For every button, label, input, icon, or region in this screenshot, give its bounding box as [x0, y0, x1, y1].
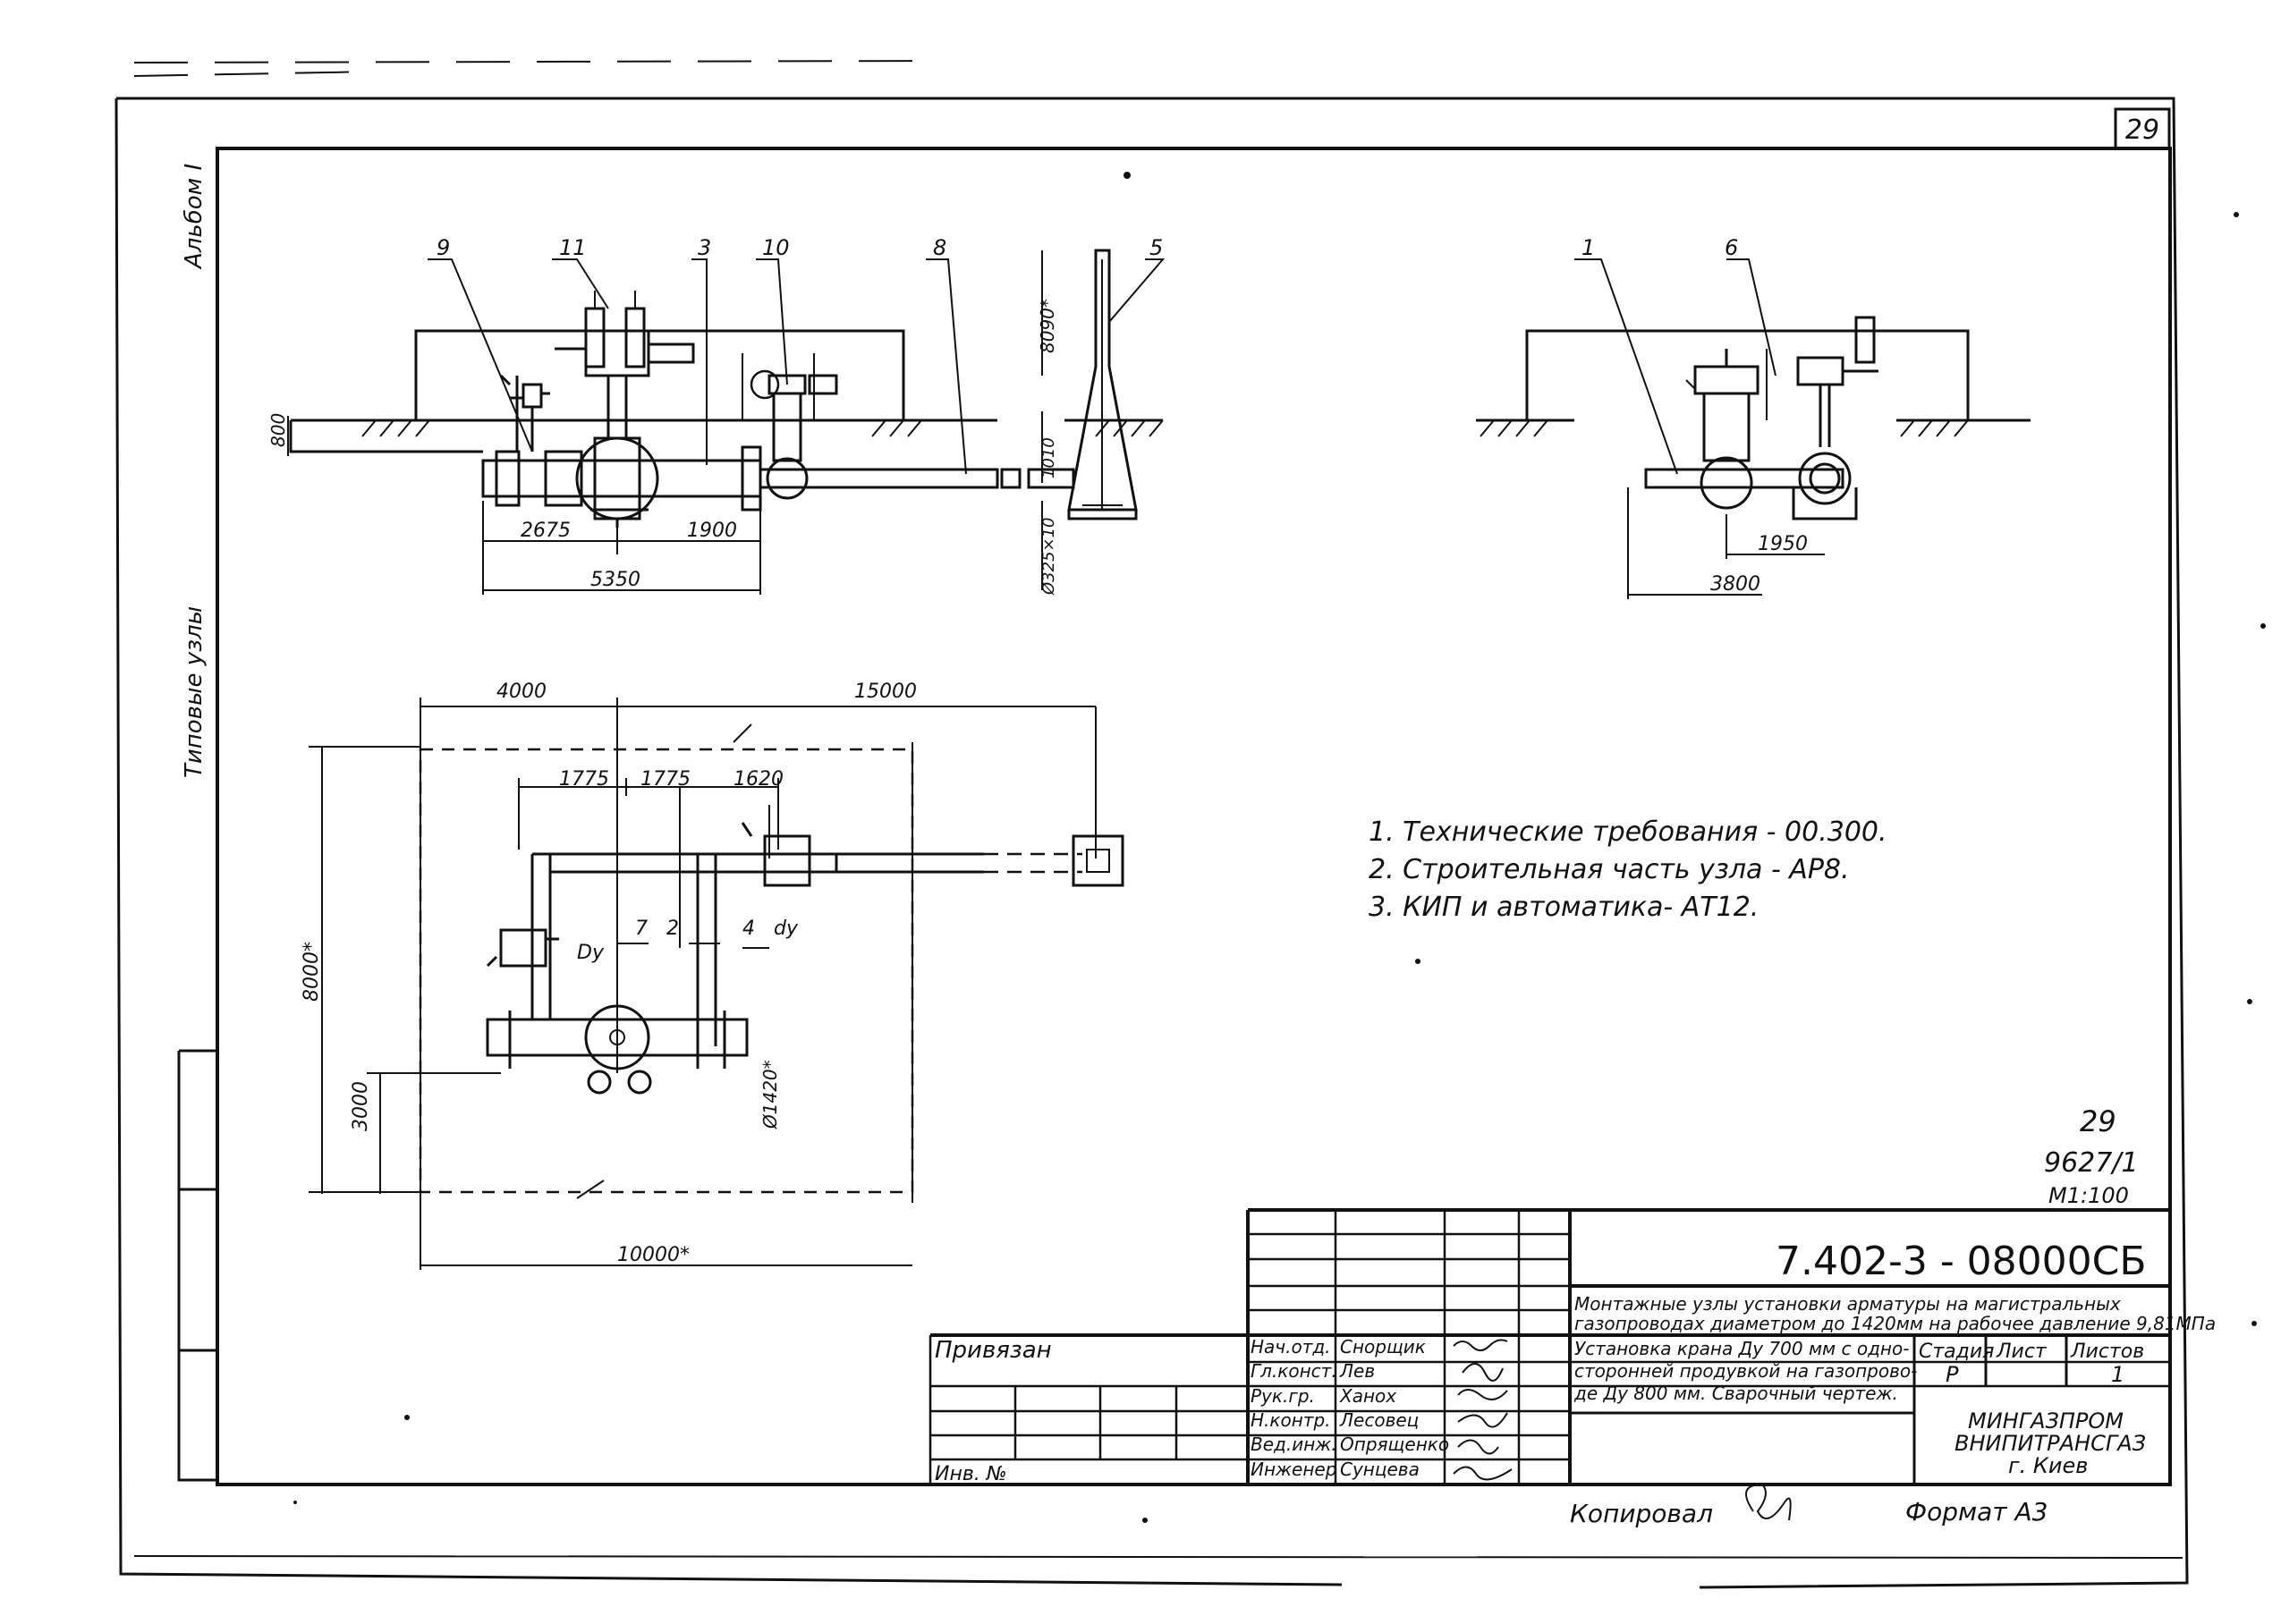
org-1: МИНГАЗПРОМ — [1968, 1408, 2124, 1434]
svg-text:1775: 1775 — [559, 768, 609, 791]
svg-text:5350: 5350 — [590, 569, 640, 591]
inner-frame — [216, 147, 2172, 1486]
svg-text:7: 7 — [635, 918, 648, 940]
signatures — [1453, 1339, 1792, 1521]
format-label: Формат А3 — [1905, 1497, 2048, 1527]
svg-text:Ø1420*: Ø1420* — [759, 1060, 781, 1129]
svg-text:800: 800 — [267, 413, 289, 447]
view1-callouts: 9 11 3 10 8 5 — [437, 235, 1163, 260]
svg-text:3800: 3800 — [1710, 573, 1760, 596]
outer-frame — [114, 60, 2189, 1589]
note-1: 1. Технические требования - 00.300. — [1369, 816, 1887, 848]
type-nodes-label: Типовые узлы — [181, 606, 208, 778]
left-strip — [177, 1049, 219, 1482]
copied-label: Копировал — [1570, 1499, 1713, 1528]
project-title-2: газопроводах диаметром до 1420мм на рабо… — [1574, 1313, 2216, 1334]
tied-label: Привязан — [935, 1337, 1052, 1364]
svg-text:1900: 1900 — [687, 520, 737, 542]
svg-text:15000: 15000 — [854, 681, 917, 703]
svg-text:6: 6 — [1725, 235, 1738, 260]
svg-text:Опрященко: Опрященко — [1340, 1434, 1449, 1455]
notes: 1. Технические требования - 00.300. 2. С… — [1369, 816, 1887, 923]
svg-text:М1:100: М1:100 — [2048, 1183, 2129, 1208]
svg-text:1: 1 — [1581, 235, 1595, 260]
svg-text:dy: dy — [774, 918, 799, 940]
svg-text:Dy: Dy — [577, 942, 605, 964]
svg-text:Инженер: Инженер — [1251, 1459, 1336, 1480]
note-3: 3. КИП и автоматика- АТ12. — [1369, 892, 1759, 923]
svg-text:2675: 2675 — [521, 520, 571, 542]
reference-block: 29 9627/1 М1:100 — [2044, 1104, 2139, 1208]
sheet-header: Лист — [1996, 1341, 2048, 1363]
svg-text:1775: 1775 — [640, 768, 691, 791]
svg-text:8090*: 8090* — [1037, 299, 1058, 353]
stage-header: Стадия — [1919, 1341, 1994, 1363]
inv-label: Инв. № — [935, 1463, 1007, 1485]
sheet-number: 29 — [2125, 114, 2159, 146]
svg-text:Лесовец: Лесовец — [1339, 1409, 1419, 1431]
view2-elevation — [1476, 258, 2031, 599]
sheets-value: 1 — [2111, 1362, 2124, 1387]
svg-text:1620: 1620 — [733, 768, 784, 791]
svg-text:Лев: Лев — [1339, 1360, 1375, 1382]
svg-text:8000*: 8000* — [301, 942, 323, 1002]
svg-text:2: 2 — [666, 918, 679, 940]
sheets-header: Листов — [2070, 1341, 2144, 1363]
svg-text:10000*: 10000* — [617, 1244, 690, 1266]
svg-text:Сунцева: Сунцева — [1340, 1459, 1420, 1480]
view1-dimensions: 2675 1900 5350 800 8090* 1010 Ø325×10 — [267, 299, 1058, 596]
svg-text:3: 3 — [698, 235, 711, 260]
title-block-grid — [929, 1208, 2170, 1484]
drawing-title-2: сторонней продувкой на газопрово- — [1574, 1360, 1917, 1382]
title-block: 7.402-3 - 08000СБ Монтажные узлы установ… — [935, 1239, 2216, 1485]
org-2: ВНИПИТРАНСГАЗ — [1955, 1431, 2146, 1456]
svg-text:29: 29 — [2080, 1104, 2116, 1138]
svg-text:Н.контр.: Н.контр. — [1251, 1409, 1331, 1431]
svg-text:9627/1: 9627/1 — [2044, 1147, 2139, 1179]
svg-text:Вед.инж.: Вед.инж. — [1251, 1434, 1337, 1455]
org-3: г. Киев — [2008, 1453, 2088, 1478]
svg-text:4000: 4000 — [496, 681, 547, 703]
svg-text:5: 5 — [1149, 235, 1163, 260]
svg-text:Ø325×10: Ø325×10 — [1039, 517, 1058, 596]
plan-view — [309, 698, 1124, 1270]
drawing-title-1: Установка крана Ду 700 мм с одно- — [1574, 1338, 1909, 1359]
svg-text:11: 11 — [559, 235, 587, 260]
svg-text:1950: 1950 — [1758, 533, 1808, 555]
plan-dimensions: 4000 15000 1775 1775 1620 8000* 3000 100… — [301, 681, 917, 1266]
svg-text:Нач.отд.: Нач.отд. — [1251, 1336, 1331, 1358]
svg-text:Рук.гр.: Рук.гр. — [1251, 1385, 1315, 1407]
svg-text:Ханох: Ханох — [1339, 1385, 1396, 1407]
album-label: Альбом I — [181, 164, 208, 270]
svg-text:8: 8 — [933, 235, 946, 260]
svg-text:1010: 1010 — [1039, 437, 1058, 478]
svg-text:9: 9 — [437, 235, 450, 260]
drawing-title-3: де Ду 800 мм. Сварочный чертеж. — [1573, 1383, 1898, 1404]
sheet-number-box: 29 — [2114, 107, 2171, 150]
svg-text:Снорщик: Снорщик — [1340, 1336, 1426, 1358]
scan-marks — [293, 172, 2266, 1523]
stage-value: Р — [1946, 1362, 1959, 1387]
svg-text:Гл.конст.: Гл.конст. — [1251, 1360, 1337, 1382]
note-2: 2. Строительная часть узла - АР8. — [1369, 854, 1850, 885]
svg-text:10: 10 — [762, 235, 790, 260]
view1-elevation — [287, 249, 1166, 595]
svg-text:4: 4 — [742, 918, 755, 940]
designation: 7.402-3 - 08000СБ — [1776, 1239, 2147, 1284]
view2-callouts: 1 6 1950 3800 — [1581, 235, 1808, 596]
project-title-1: Монтажные узлы установки арматуры на маг… — [1574, 1293, 2121, 1315]
svg-text:3000: 3000 — [350, 1081, 372, 1131]
